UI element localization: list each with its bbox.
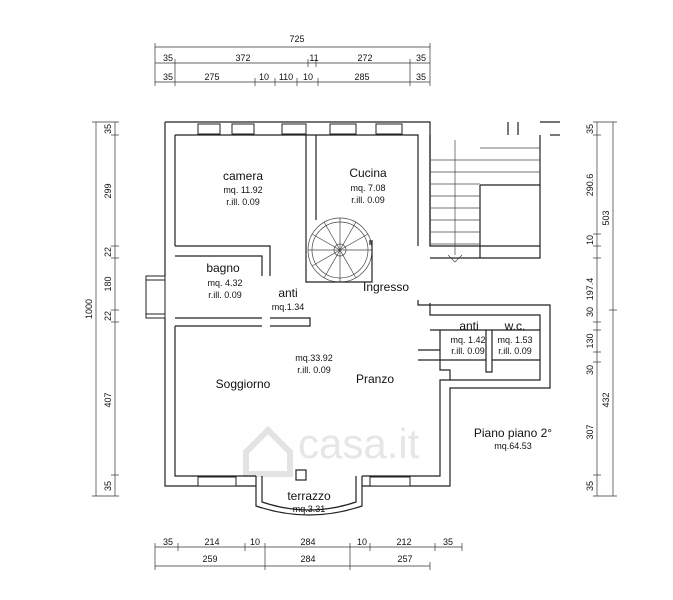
room-cucina-name: Cucina xyxy=(349,166,387,180)
watermark: casa.it xyxy=(243,420,420,477)
dim-top-r2-1: 275 xyxy=(204,72,219,82)
watermark-text: casa.it xyxy=(298,420,420,467)
room-wc-name: w.c. xyxy=(504,319,526,333)
room-camera-rill: r.ill. 0.09 xyxy=(226,197,260,207)
dim-top-r1-4: 35 xyxy=(416,53,426,63)
room-pranzo-rill: r.ill. 0.09 xyxy=(297,365,331,375)
dim-right-inner-3: 197.4 xyxy=(585,278,595,301)
room-pranzo-area: mq.33.92 xyxy=(295,353,333,363)
dim-left-3: 180 xyxy=(103,276,113,291)
windows xyxy=(145,123,411,487)
dim-right-inner-5: 130 xyxy=(585,333,595,348)
house-logo-icon xyxy=(243,425,293,477)
dim-left-2: 22 xyxy=(103,247,113,257)
dim-bottom-r1-6: 35 xyxy=(443,537,453,547)
dim-bottom-r2-1: 284 xyxy=(300,554,315,564)
floor-title: Piano piano 2° xyxy=(474,426,552,440)
room-anti2-name: anti xyxy=(459,319,478,333)
dim-top-r1-2: 11 xyxy=(309,53,318,63)
dim-top-r2-3: 110 xyxy=(279,72,293,82)
spiral-staircase xyxy=(305,217,373,283)
room-bagno-rill: r.ill. 0.09 xyxy=(208,290,242,300)
dim-bottom-r1-4: 10 xyxy=(357,537,367,547)
dim-left-0: 35 xyxy=(103,124,113,134)
dim-right-inner-7: 307 xyxy=(585,424,595,439)
room-wc-rill: r.ill. 0.09 xyxy=(498,346,532,356)
dim-left-1: 299 xyxy=(103,183,113,198)
terrace xyxy=(255,469,363,516)
dim-right-inner-6: 30 xyxy=(585,365,595,375)
dim-right-inner-2: 10 xyxy=(585,235,595,245)
dim-top-r2-0: 35 xyxy=(163,72,173,82)
dim-bottom-r2-0: 259 xyxy=(202,554,217,564)
dim-top-r2-2: 10 xyxy=(259,72,269,82)
room-bagno-name: bagno xyxy=(206,261,240,275)
dim-bottom-r2-2: 257 xyxy=(397,554,412,564)
dim-left-6: 35 xyxy=(103,481,113,491)
floor-area: mq.64.53 xyxy=(494,441,532,451)
dim-right-inner-8: 35 xyxy=(585,481,595,491)
top-dimensions xyxy=(154,43,431,86)
room-terrazzo-area: mq.3.31 xyxy=(293,504,326,514)
dim-top-total: 725 xyxy=(289,34,304,44)
straight-staircase xyxy=(430,140,540,263)
room-bagno-area: mq. 4.32 xyxy=(207,278,242,288)
dim-right-inner-1: 290.6 xyxy=(585,174,595,197)
room-anti1-name: anti xyxy=(278,286,297,300)
dim-top-r1-3: 272 xyxy=(357,53,372,63)
room-terrazzo-name: terrazzo xyxy=(287,489,331,503)
dim-right-outer-0: 503 xyxy=(601,210,611,225)
dim-bottom-r1-3: 284 xyxy=(300,537,315,547)
room-anti2-area: mq. 1.42 xyxy=(450,335,485,345)
room-anti2-rill: r.ill. 0.09 xyxy=(451,346,485,356)
room-cucina-rill: r.ill. 0.09 xyxy=(351,195,385,205)
room-camera-name: camera xyxy=(223,169,263,183)
room-cucina-area: mq. 7.08 xyxy=(350,183,385,193)
room-anti1-area: mq.1.34 xyxy=(272,302,305,312)
room-ingresso-name: Ingresso xyxy=(363,280,409,294)
dim-top-r2-5: 285 xyxy=(354,72,369,82)
room-wc-area: mq. 1.53 xyxy=(497,335,532,345)
dim-right-outer-1: 432 xyxy=(601,392,611,407)
dim-right-inner-4: 30 xyxy=(585,307,595,317)
right-dimensions xyxy=(593,121,617,497)
dim-left-5: 407 xyxy=(103,392,113,407)
bottom-dimensions xyxy=(154,543,463,570)
dim-bottom-r1-0: 35 xyxy=(163,537,173,547)
dim-right-inner-0: 35 xyxy=(585,124,595,134)
room-pranzo-name: Pranzo xyxy=(356,372,394,386)
left-dimensions xyxy=(92,121,119,497)
dim-top-r1-0: 35 xyxy=(163,53,173,63)
room-soggiorno-name: Soggiorno xyxy=(216,377,271,391)
room-camera-area: mq. 11.92 xyxy=(223,185,262,195)
dim-bottom-r1-1: 214 xyxy=(204,537,219,547)
dim-left-total: 1000 xyxy=(84,299,94,319)
dim-bottom-r1-5: 212 xyxy=(396,537,411,547)
dim-top-r2-4: 10 xyxy=(303,72,313,82)
dim-top-r1-1: 372 xyxy=(235,53,250,63)
dim-bottom-r1-2: 10 xyxy=(250,537,260,547)
dim-left-4: 22 xyxy=(103,311,113,321)
dim-top-r2-6: 35 xyxy=(416,72,426,82)
